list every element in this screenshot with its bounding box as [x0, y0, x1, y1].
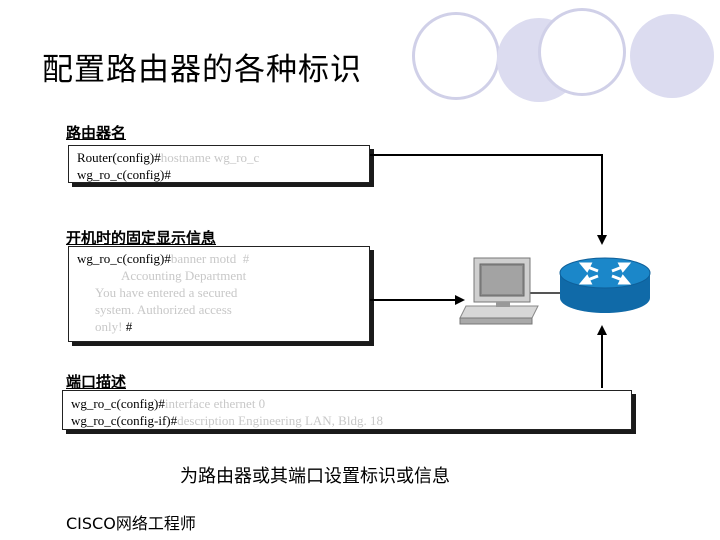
command-line: system. Authorized access — [95, 302, 232, 317]
hostname-command-box: Router(config)#hostname wg_ro_c wg_ro_c(… — [68, 145, 370, 183]
banner-command-box: wg_ro_c(config)#banner motd # Accounting… — [68, 246, 370, 342]
command-line: wg_ro_c(config)#banner motd # — [77, 251, 250, 266]
section-heading-banner: 开机时的固定显示信息 — [66, 229, 217, 247]
command-line: Accounting Department — [121, 268, 247, 283]
decor-circle — [630, 14, 714, 98]
footer-label: CISCO网络工程师 — [66, 514, 196, 533]
decor-circle — [412, 12, 500, 100]
decor-circle — [538, 8, 626, 96]
command-line: wg_ro_c(config)# — [77, 167, 171, 182]
interface-command-box: wg_ro_c(config)#interface ethernet 0 wg_… — [62, 390, 632, 430]
command-line: You have entered a secured — [95, 285, 238, 300]
command-line: wg_ro_c(config)#interface ethernet 0 — [71, 396, 266, 411]
section-heading-hostname: 路由器名 — [66, 124, 127, 142]
command-line: wg_ro_c(config-if)#description Engineeri… — [71, 413, 383, 428]
router-icon — [559, 257, 651, 313]
page-title: 配置路由器的各种标识 — [42, 52, 362, 88]
caption: 为路由器或其端口设置标识或信息 — [180, 466, 450, 487]
computer-terminal-icon — [459, 257, 539, 325]
hostname-arrow — [370, 154, 607, 245]
section-heading-interface: 端口描述 — [66, 373, 127, 391]
command-line: only! # — [95, 319, 133, 334]
command-line: Router(config)#hostname wg_ro_c — [77, 150, 260, 165]
